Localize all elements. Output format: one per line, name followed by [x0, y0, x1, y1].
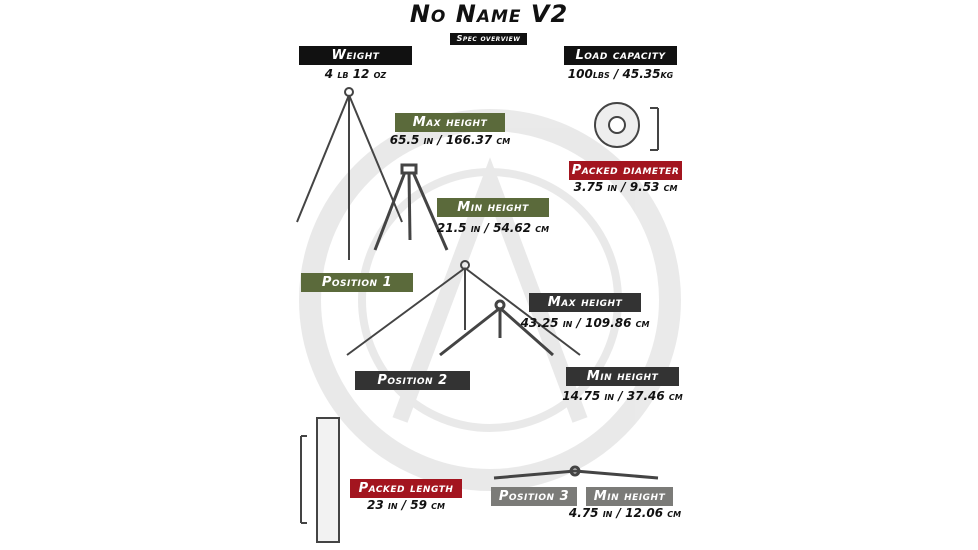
pos1-max-height-label: Max height [395, 113, 505, 132]
tripod-position2-max [346, 260, 581, 356]
packed-diameter-top-view [594, 102, 659, 151]
pos3-min-height-label: Min height [586, 487, 673, 506]
position3-label: Position 3 [491, 487, 577, 506]
load-capacity-label: Load capacity [564, 46, 677, 65]
pos2-max-height-label: Max height [529, 293, 641, 312]
pos2-min-height-label: Min height [566, 367, 679, 386]
packed-length-value: 23 in / 59 cm [367, 498, 445, 512]
pos2-min-height-value: 14.75 in / 37.46 cm [562, 389, 683, 403]
tripod-position2-min [439, 299, 554, 357]
packed-length-label: Packed length [350, 479, 462, 498]
pos1-min-height-label: Min height [437, 198, 549, 217]
pos1-min-height-value: 21.5 in / 54.62 cm [436, 221, 550, 235]
weight-label: Weight [299, 46, 412, 65]
tripod-position3 [493, 465, 659, 480]
packed-diameter-value: 3.75 in / 9.53 cm [573, 180, 678, 194]
pos2-max-height-value: 43.25 in / 109.86 cm [520, 316, 650, 330]
weight-value: 4 lb 12 oz [324, 67, 387, 81]
pos3-min-height-value: 4.75 in / 12.06 cm [568, 506, 682, 520]
pos1-max-height-value: 65.5 in / 166.37 cm [389, 133, 511, 147]
tripod-packed [300, 417, 340, 543]
tripod-position1-min [373, 163, 449, 251]
position1-label: Position 1 [301, 273, 413, 292]
page-title: No Name V2 [409, 0, 569, 28]
spec-overview-label: Spec overview [450, 33, 527, 45]
load-capacity-value: 100lbs / 45.35kg [567, 67, 674, 81]
packed-diameter-label: Packed diameter [569, 161, 682, 180]
position2-label: Position 2 [355, 371, 470, 390]
